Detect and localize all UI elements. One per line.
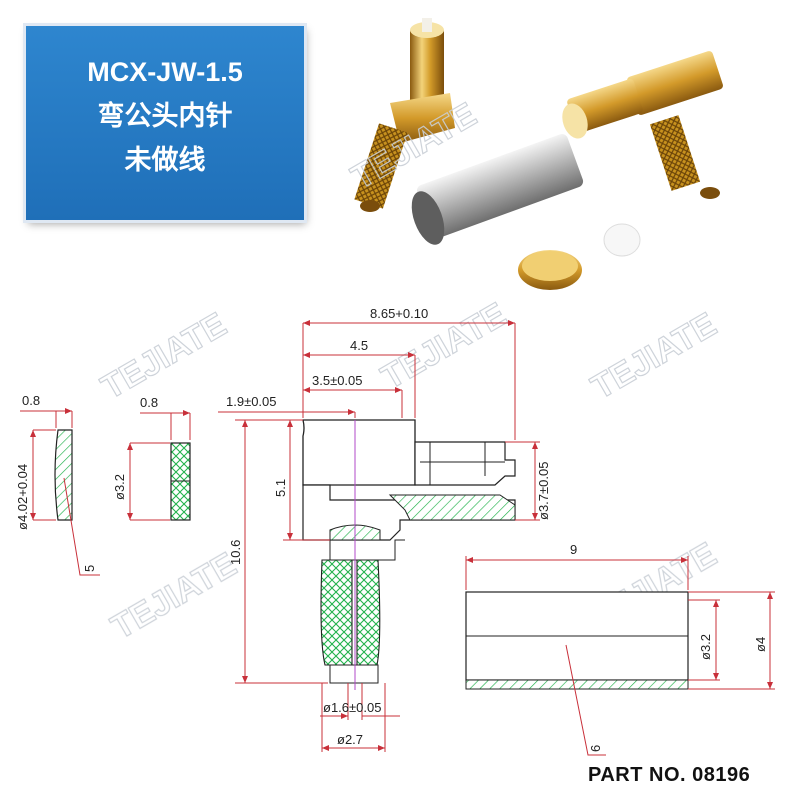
overall-length-label: 8.65+0.10 xyxy=(370,306,428,321)
connector-right-photo xyxy=(562,51,723,199)
title-model: MCX-JW-1.5 xyxy=(87,57,243,87)
washer-thickness-label: 0.8 xyxy=(22,393,40,408)
title-box: MCX-JW-1.5 弯公头内针 未做线 xyxy=(26,26,304,220)
washer-photo xyxy=(518,250,582,290)
watermark-4: TEJIATE xyxy=(585,305,723,407)
connector-left-photo xyxy=(354,18,455,212)
ferrule-drawing: 9 ø3.2 ø4 6 xyxy=(465,542,775,756)
watermark-2: TEJIATE xyxy=(345,95,483,197)
mating-dia-label: ø3.7±0.05 xyxy=(536,462,551,520)
connector-drawing: 8.65+0.10 4.5 3.5±0.05 1.9±0.05 5.1 10.6… xyxy=(218,306,551,752)
callout-5: 5 xyxy=(82,565,97,572)
title-status: 未做线 xyxy=(124,145,206,175)
ferrule-photo xyxy=(411,134,584,245)
watermark-1: TEJIATE xyxy=(95,305,233,407)
washer-drawing: 0.8 ø4.02+0.04 5 xyxy=(15,393,100,576)
body-height-label: 5.1 xyxy=(273,479,288,497)
part-number: PART NO. 08196 xyxy=(588,764,751,786)
ferrule-length-label: 9 xyxy=(570,542,577,557)
insulator-thickness-label: 0.8 xyxy=(140,395,158,410)
pin-offset-label: 1.9±0.05 xyxy=(226,394,277,409)
pin-length-label: 3.5±0.05 xyxy=(312,373,363,388)
body-length-label: 4.5 xyxy=(350,338,368,353)
title-description: 弯公头内针 xyxy=(97,101,233,131)
insulator-dia-label: ø3.2 xyxy=(112,474,127,500)
total-height-label: 10.6 xyxy=(228,540,243,565)
washer-dia-label: ø4.02+0.04 xyxy=(15,464,30,530)
ferrule-outer-dia-label: ø4 xyxy=(753,637,768,652)
insulator-drawing: 0.8 ø3.2 xyxy=(112,395,191,521)
crimp-dia-label: ø2.7 xyxy=(337,732,363,747)
watermarks: TEJIATE TEJIATE TEJIATE TEJIATE TEJIATE … xyxy=(94,95,723,648)
ferrule-inner-dia-label: ø3.2 xyxy=(698,634,713,660)
product-photo xyxy=(354,18,723,290)
insulator-photo xyxy=(603,223,641,257)
pin-dia-label: ø1.6±0.05 xyxy=(323,700,381,715)
watermark-5: TEJIATE xyxy=(105,545,243,647)
callout-6: 6 xyxy=(588,745,603,752)
